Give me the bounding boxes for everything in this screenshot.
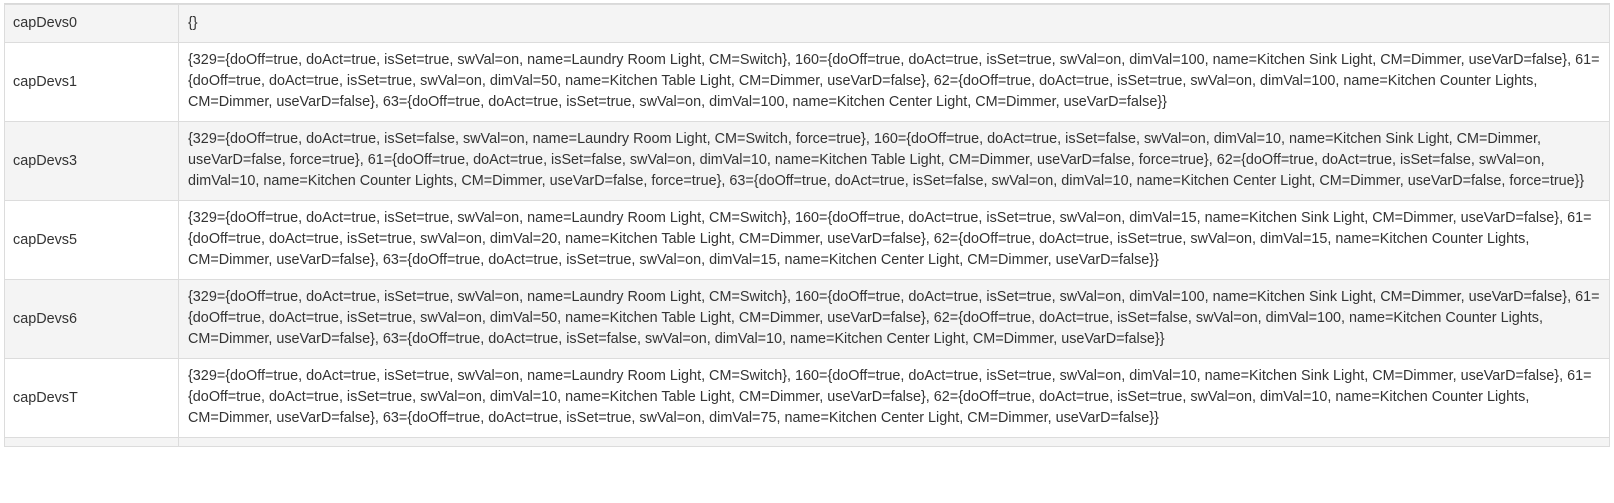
variable-value-cell: {329={doOff=true, doAct=true, isSet=true… <box>178 42 1610 122</box>
variable-value-cell: {329={doOff=true, doAct=true, isSet=true… <box>178 279 1610 359</box>
table-row: capDevs0 {} <box>4 4 1610 43</box>
table-row: capDevs1 {329={doOff=true, doAct=true, i… <box>4 42 1610 122</box>
table-row: capDevs5 {329={doOff=true, doAct=true, i… <box>4 200 1610 280</box>
variable-value-cell: {} <box>178 4 1610 43</box>
variable-name-cell: capDevs0 <box>4 4 179 43</box>
variable-value-cell: {329={doOff=true, doAct=true, isSet=true… <box>178 358 1610 438</box>
variable-name-cell: capDevs6 <box>4 279 179 359</box>
table-row: capDevsT {329={doOff=true, doAct=true, i… <box>4 358 1610 438</box>
variable-value-cell: {329={doOff=true, doAct=true, isSet=true… <box>178 200 1610 280</box>
variable-name-cell: capDevsT <box>4 358 179 438</box>
variable-value-cell <box>178 437 1610 447</box>
state-variables-table-container: capDevs0 {} capDevs1 {329={doOff=true, d… <box>4 3 1610 447</box>
state-variables-table: capDevs0 {} capDevs1 {329={doOff=true, d… <box>4 4 1610 447</box>
table-row-partial <box>4 437 1610 447</box>
table-row: capDevs6 {329={doOff=true, doAct=true, i… <box>4 279 1610 359</box>
variable-name-cell: capDevs1 <box>4 42 179 122</box>
variable-name-cell: capDevs5 <box>4 200 179 280</box>
table-row: capDevs3 {329={doOff=true, doAct=true, i… <box>4 121 1610 201</box>
variable-name-cell: capDevs3 <box>4 121 179 201</box>
variable-value-cell: {329={doOff=true, doAct=true, isSet=fals… <box>178 121 1610 201</box>
variable-name-cell <box>4 437 179 447</box>
